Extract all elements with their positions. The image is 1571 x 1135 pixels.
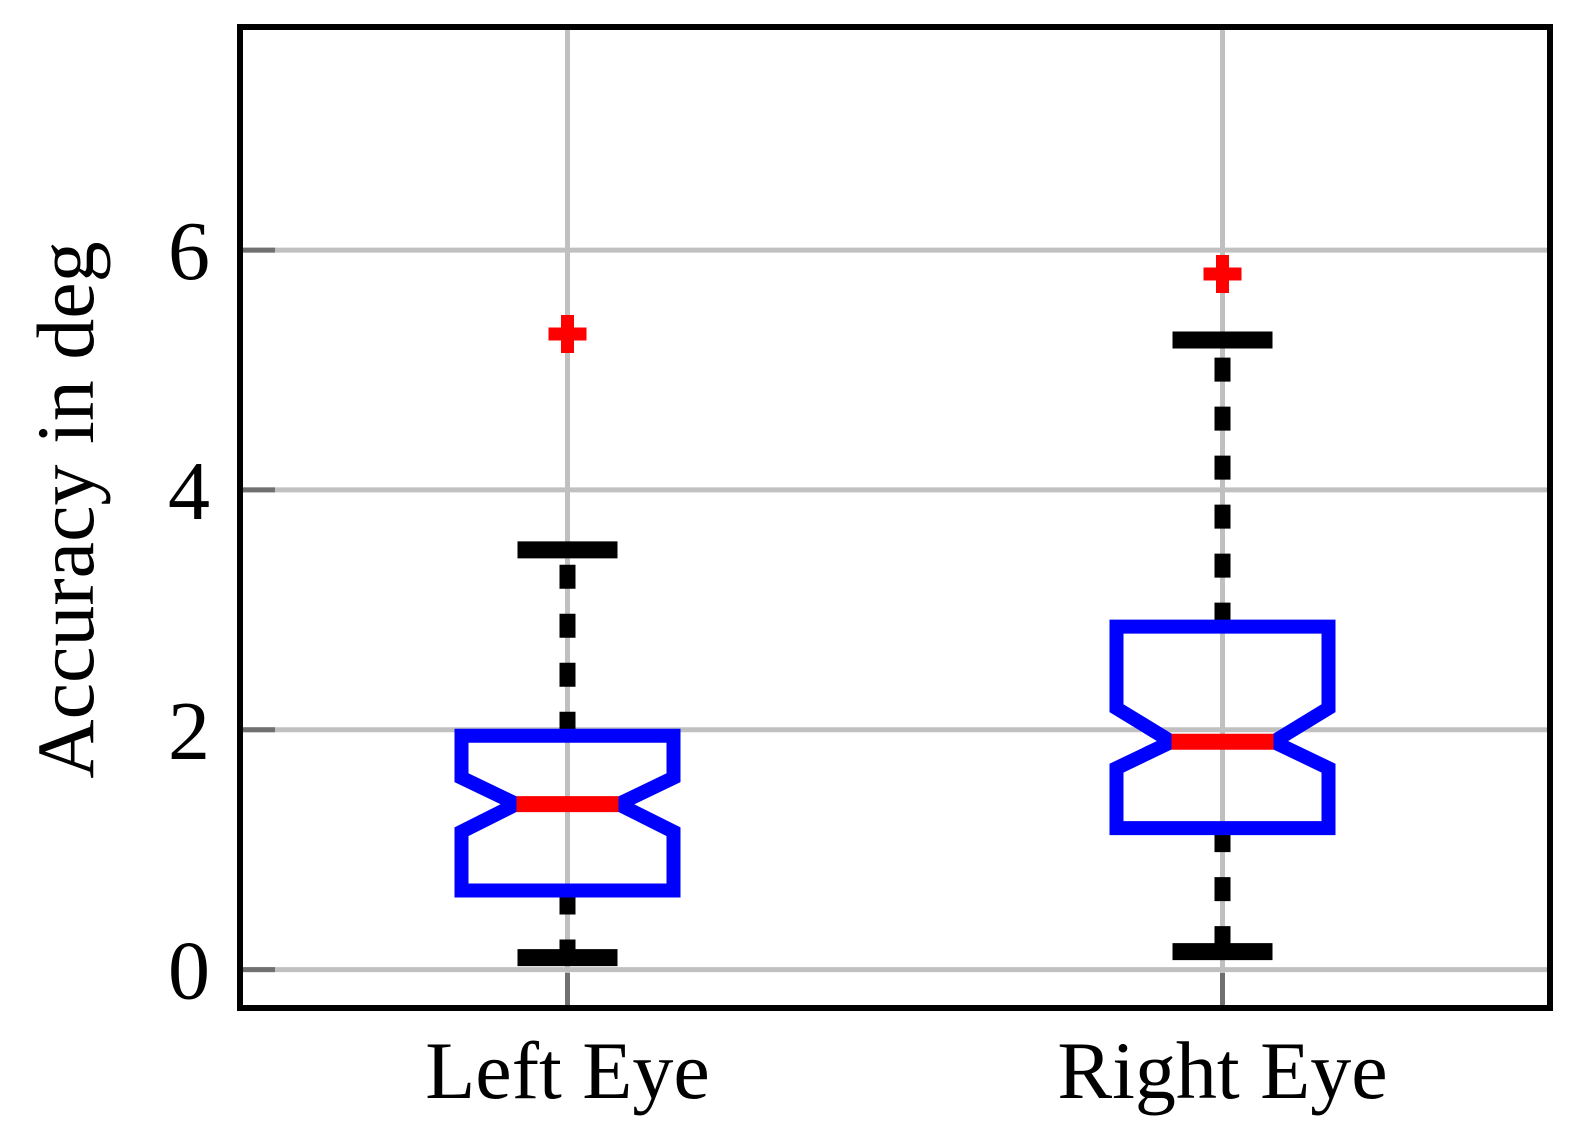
y-axis-label: Accuracy in deg	[20, 241, 111, 778]
y-tick-label-0: 0	[168, 925, 210, 1018]
right-eye-box	[1109, 619, 1336, 836]
x-tick-label-right-eye: Right Eye	[1057, 1025, 1387, 1116]
axis-layer: Accuracy in deg	[20, 24, 1553, 1011]
y-tick-label-2: 2	[168, 685, 210, 778]
right-eye-outlier-marker	[1203, 255, 1242, 294]
grid-layer	[240, 27, 1550, 1008]
tick-layer	[242, 247, 1225, 1006]
plot-border	[237, 24, 1553, 1011]
y-tick-label-4: 4	[168, 445, 210, 538]
left-eye-outlier-marker	[548, 315, 587, 354]
data-layer	[454, 255, 1336, 967]
x-tick-label-left-eye: Left Eye	[425, 1025, 710, 1116]
left-eye-box	[454, 728, 681, 898]
y-tick-label-6: 6	[168, 205, 210, 298]
